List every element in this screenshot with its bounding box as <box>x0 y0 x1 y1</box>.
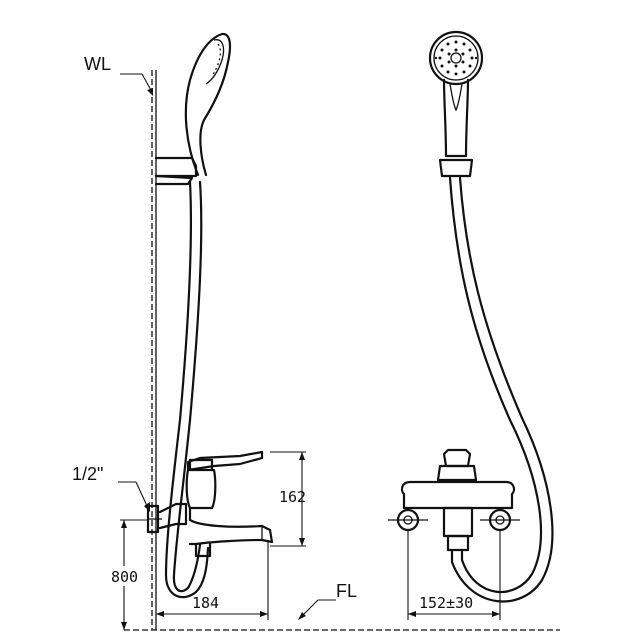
dimension-center-distance: 152±30 <box>407 530 501 620</box>
dimension-projection: 184 <box>156 542 269 620</box>
shower-hose-front-inner <box>450 176 554 603</box>
hose-nut-front <box>446 534 470 552</box>
shower-handle-detail <box>449 83 463 112</box>
mixer-body-side <box>185 468 217 510</box>
mixer-top-front <box>436 464 478 482</box>
pipe-size-label: 1/2" <box>72 464 103 484</box>
dimension-152-text: 152±30 <box>419 594 473 612</box>
s-union-side <box>158 502 188 530</box>
shower-head-ring <box>433 35 479 81</box>
wall-holder-side <box>154 156 198 178</box>
shower-head-center <box>450 52 462 64</box>
dimension-162-text: 162 <box>279 488 306 506</box>
front-view <box>388 30 554 603</box>
hand-shower-nozzles-side <box>211 43 222 77</box>
wall-holder-base <box>154 174 194 186</box>
shower-head-nozzles <box>434 40 478 76</box>
dimension-184-text: 184 <box>192 594 219 612</box>
shower-head-face <box>428 30 484 86</box>
pipe-size-callout: 1/2" <box>72 464 150 512</box>
hand-shower-head-side <box>184 32 232 177</box>
shower-hose-side-outer <box>172 180 203 593</box>
dimension-floor-height: 800 <box>110 519 148 630</box>
spout-side <box>188 506 274 546</box>
dimension-800-text: 800 <box>111 568 138 586</box>
hand-shower-face-side <box>205 39 225 85</box>
hose-nut-side <box>194 542 212 558</box>
shower-hose-side-inner <box>164 180 210 599</box>
side-view <box>146 32 274 630</box>
mixer-lever-side <box>186 450 264 472</box>
floor-line-label: FL <box>336 581 357 601</box>
mixer-lever-front <box>442 448 472 468</box>
shower-handle-front <box>442 78 470 158</box>
wall-line-label: WL <box>84 54 111 74</box>
dimension-mixer-height: 162 <box>270 451 306 547</box>
wall-holder-front <box>438 158 474 178</box>
mixer-spout-front <box>442 506 474 538</box>
mixer-cap-side <box>188 458 214 472</box>
shower-hose-front-outer <box>448 176 542 594</box>
wall-line-callout: WL <box>84 54 153 96</box>
floor-line: FL <box>124 581 560 631</box>
mixer-body-front <box>400 480 516 510</box>
